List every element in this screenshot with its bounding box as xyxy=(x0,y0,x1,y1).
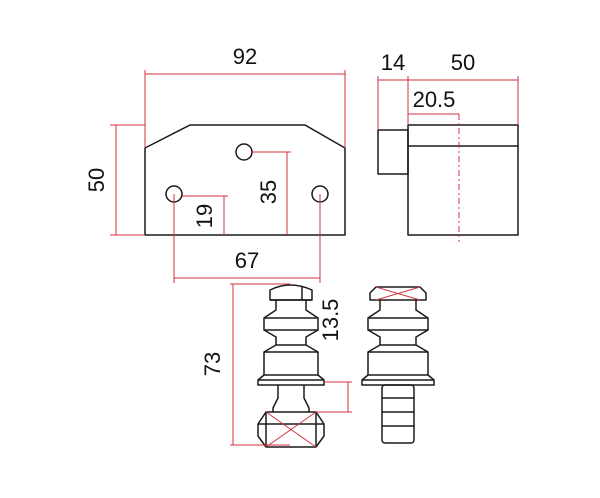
side-dimensions xyxy=(377,76,519,130)
front-view xyxy=(144,124,346,236)
pin-upper-collar xyxy=(263,300,277,345)
pin-side-collar xyxy=(367,300,381,345)
label-front-width: 92 xyxy=(233,44,257,69)
pin-dimensions xyxy=(230,283,352,446)
label-knob-depth: 14 xyxy=(381,50,405,75)
side-view xyxy=(377,114,519,242)
pin-head xyxy=(269,284,313,301)
pin-side xyxy=(361,286,435,444)
side-body xyxy=(407,124,519,236)
label-top-hole-offset: 35 xyxy=(256,180,281,204)
pin-shaft xyxy=(272,385,310,412)
label-pin-head-length: 13.5 xyxy=(318,299,343,342)
dimension-labels: 92 50 67 35 19 14 50 20.5 73 13.5 xyxy=(84,44,475,376)
label-front-height: 50 xyxy=(84,168,109,192)
label-center-offset: 20.5 xyxy=(413,87,456,112)
side-knob xyxy=(377,129,409,175)
front-plate-outline xyxy=(144,124,346,236)
label-body-depth: 50 xyxy=(451,50,475,75)
label-side-hole-offset: 19 xyxy=(192,204,217,228)
label-hole-spacing: 67 xyxy=(235,248,259,273)
pin-body xyxy=(257,344,325,386)
top-center-hole xyxy=(235,143,253,161)
pin-side-body xyxy=(361,344,435,386)
front-dimensions xyxy=(110,70,346,283)
label-pin-length: 73 xyxy=(200,352,225,376)
pin-front xyxy=(257,284,325,448)
pin-side-shaft xyxy=(381,384,415,444)
